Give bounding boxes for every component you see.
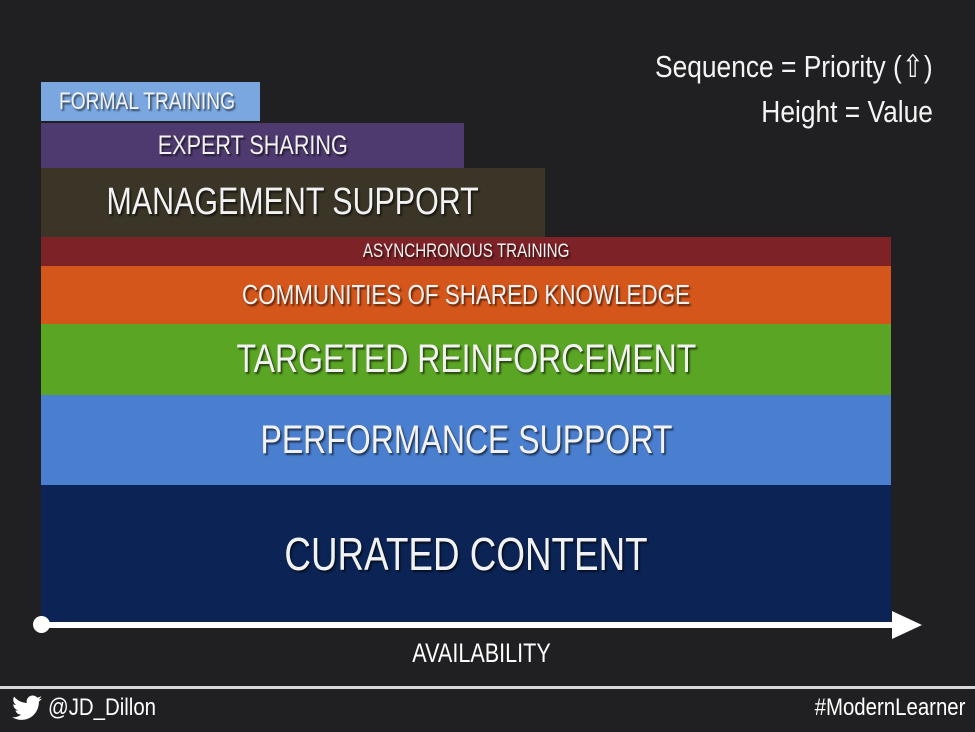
twitter-bird-icon [12,695,42,720]
layer-communities: COMMUNITIES OF SHARED KNOWLEDGE [41,266,891,324]
axis-arrow-icon [892,611,922,639]
layer-asynchronous-training: ASYNCHRONOUS TRAINING [41,237,891,266]
availability-axis [41,622,897,628]
hashtag: #ModernLearner [814,694,965,721]
legend-priority: Sequence = Priority (⇧) [655,49,933,84]
layer-targeted-reinforcement: TARGETED REINFORCEMENT [41,324,891,395]
axis-origin-dot [33,616,50,633]
legend: Sequence = Priority (⇧) Height = Value [606,44,933,134]
axis-label: AVAILABILITY [412,638,552,668]
layer-expert-sharing: EXPERT SHARING [41,123,464,168]
layer-curated-content: CURATED CONTENT [41,485,891,622]
layer-performance-support: PERFORMANCE SUPPORT [41,395,891,485]
twitter-handle: @JD_Dillon [12,694,175,722]
legend-value: Height = Value [761,94,933,129]
layer-management-support: MANAGEMENT SUPPORT [41,168,545,237]
layer-formal-training: FORMAL TRAINING [41,82,260,121]
footer-divider [0,686,975,689]
